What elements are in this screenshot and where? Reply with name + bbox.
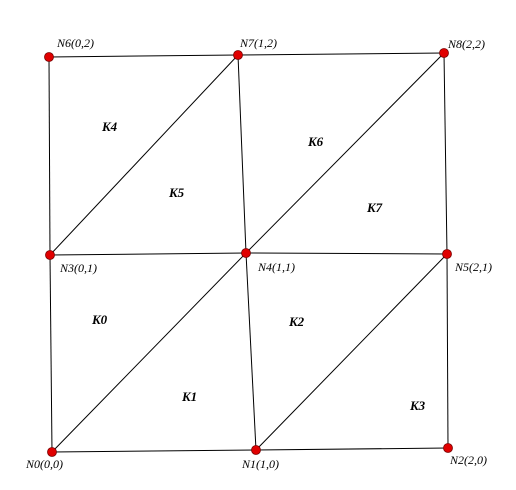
element-label-k5: K5 [168, 185, 185, 200]
node-n1-dot [251, 445, 261, 455]
edge-n1-n4 [245, 252, 257, 451]
element-label-k2: K2 [288, 314, 305, 329]
element-label-k7: K7 [366, 200, 383, 215]
edge-n0-n3 [49, 254, 53, 453]
node-n6-dot [44, 52, 54, 62]
node-label-n1: N1(1,0) [241, 457, 279, 471]
edge-n3-n7 [49, 54, 239, 256]
node-n5-dot [442, 249, 452, 259]
node-label-n4: N4(1,1) [257, 260, 295, 274]
node-label-n6: N6(0,2) [56, 36, 94, 50]
edge-n2-n5 [446, 253, 449, 449]
edge-n6-n7 [48, 54, 239, 58]
edge-n3-n6 [48, 56, 51, 256]
node-label-n3: N3(0,1) [59, 261, 97, 275]
edge-n1-n5 [255, 253, 448, 451]
element-label-k4: K4 [101, 119, 118, 134]
edge-n0-n1 [51, 449, 257, 453]
node-n7-dot [233, 50, 243, 60]
node-n8-dot [439, 48, 449, 58]
node-label-n8: N8(2,2) [447, 37, 485, 51]
node-label-n5: N5(2,1) [454, 260, 492, 274]
node-label-n7: N7(1,2) [239, 36, 277, 50]
node-n3-dot [45, 250, 55, 260]
edge-n3-n4 [49, 252, 247, 256]
edge-n4-n5 [245, 252, 448, 255]
edge-n1-n2 [255, 447, 449, 451]
edge-n5-n8 [443, 52, 448, 255]
edge-n4-n8 [245, 52, 445, 254]
node-n2-dot [443, 443, 453, 453]
element-label-k1: K1 [181, 389, 197, 404]
mesh-edges [48, 52, 449, 453]
edge-n0-n4 [51, 252, 247, 453]
node-n0-dot [47, 447, 57, 457]
node-label-n2: N2(2,0) [449, 453, 487, 467]
element-label-k6: K6 [307, 134, 324, 149]
edge-n4-n7 [237, 54, 247, 254]
element-label-k0: K0 [91, 312, 108, 327]
edge-n7-n8 [237, 52, 445, 56]
node-n4-dot [241, 248, 251, 258]
mesh-nodes [44, 48, 453, 457]
element-label-k3: K3 [409, 398, 426, 413]
node-label-n0: N0(0,0) [25, 457, 63, 471]
